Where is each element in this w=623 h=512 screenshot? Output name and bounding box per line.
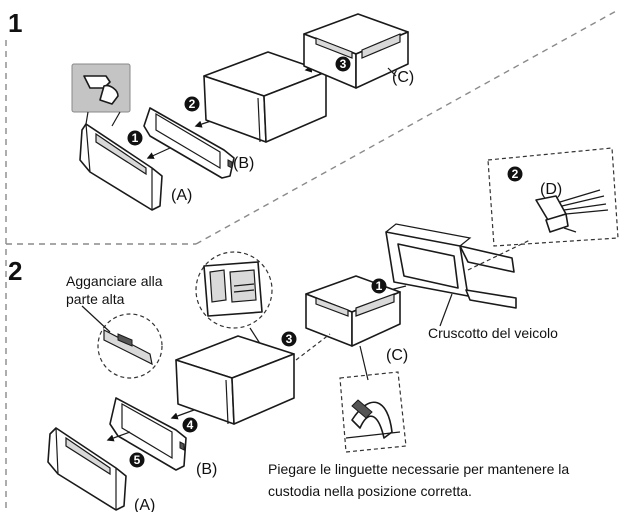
connector-d-box: 2 (D) [487, 147, 619, 247]
leader-dashboard [439, 293, 453, 327]
note-bend-line2: custodia nella posizione corretta. [268, 483, 472, 499]
arrow-step2-5 [106, 431, 131, 442]
bullet-step2-1: 1 [371, 278, 387, 294]
label-c-step1: (C) [392, 69, 414, 86]
svg-text:4: 4 [187, 418, 194, 432]
arrow-step1-1 [146, 147, 171, 159]
arrow-step2-4 [170, 409, 195, 420]
svg-text:1: 1 [376, 279, 383, 293]
detail-bend-tabs [339, 371, 407, 453]
svg-text:5: 5 [134, 453, 141, 467]
bullet-step2-4: 4 [182, 417, 198, 433]
label-c-step2: (C) [386, 347, 408, 364]
note-hook-line1: Agganciare alla [66, 273, 163, 289]
label-b-step2: (B) [196, 461, 217, 478]
bullet-step2-5: 5 [129, 452, 145, 468]
bullet-step1-1: 1 [127, 130, 143, 146]
bullet-step1-2: 2 [184, 96, 200, 112]
trim-plate-b-step1 [143, 107, 235, 179]
label-d: (D) [540, 181, 562, 198]
bullet-step2-3: 3 [281, 331, 297, 347]
label-a-step2: (A) [134, 497, 155, 512]
arrow-step2-3-line [295, 333, 331, 361]
step-number-1: 1 [8, 8, 22, 38]
note-dashboard: Cruscotto del veicolo [428, 325, 558, 341]
head-unit-step2 [175, 335, 295, 425]
bullet-step1-3: 3 [335, 56, 351, 72]
note-hook-line2: parte alta [66, 291, 125, 307]
label-a-step1: (A) [171, 187, 192, 204]
trim-plate-b-step2 [109, 397, 187, 471]
note-bend-line1: Piegare le linguette necessarie per mant… [268, 461, 569, 477]
guide-to-connector [467, 239, 531, 271]
mounting-sleeve-c-step1 [303, 13, 409, 89]
step-number-2: 2 [8, 256, 22, 286]
leader-c-step1 [387, 67, 397, 77]
svg-text:3: 3 [286, 332, 293, 346]
svg-text:1: 1 [132, 131, 139, 145]
faceplate-a-step2 [47, 427, 127, 511]
svg-text:2: 2 [189, 97, 196, 111]
bullet-d-2: 2 [512, 167, 519, 181]
label-b-step1: (B) [233, 155, 254, 172]
press-release-icon [71, 63, 131, 127]
faceplate-a-step1 [79, 123, 163, 211]
vehicle-dashboard [385, 223, 517, 309]
mounting-sleeve-c-step2 [305, 275, 401, 381]
detail-hook-circle [81, 305, 163, 379]
divider-diagonal [195, 9, 619, 245]
svg-text:3: 3 [340, 57, 347, 71]
